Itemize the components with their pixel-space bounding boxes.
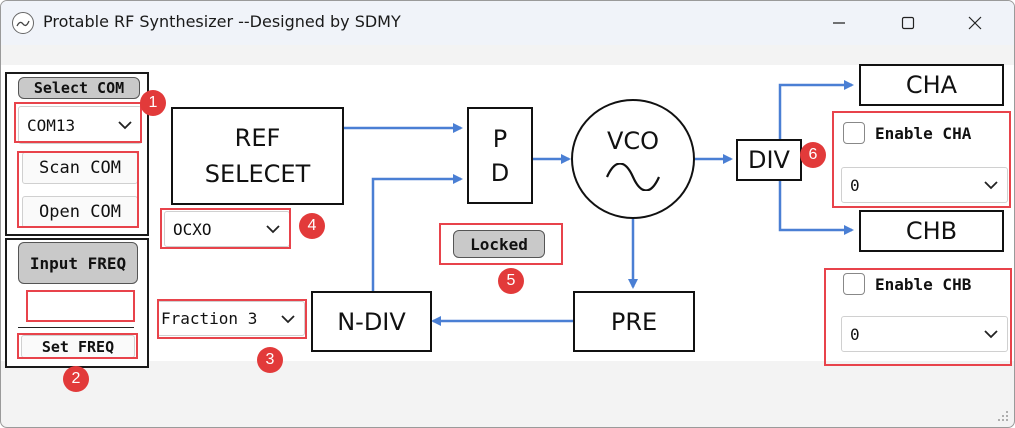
title-bar: Protable RF Synthesizer --Designed by SD… <box>1 1 1014 45</box>
pre-block: PRE <box>573 291 695 352</box>
annotation-box-4 <box>160 208 291 249</box>
input-freq-label: Input FREQ <box>18 242 138 284</box>
enable-cha-checkbox[interactable]: Enable CHA <box>843 122 971 144</box>
annotation-box-2 <box>17 333 138 359</box>
minimize-button[interactable] <box>816 1 862 45</box>
ref-select-block: REF SELECET <box>171 107 344 205</box>
cha-value: 0 <box>850 175 860 195</box>
scan-com-button[interactable]: Scan COM <box>22 152 138 184</box>
annotation-box-1 <box>14 102 142 143</box>
chevron-down-icon <box>984 181 998 190</box>
app-icon <box>12 12 34 34</box>
lock-status-indicator: Locked <box>453 230 545 258</box>
sine-wave-icon <box>605 163 661 191</box>
annotation-box-scan-open <box>17 151 139 228</box>
badge-3: 3 <box>257 347 283 373</box>
badge-2: 2 <box>63 366 89 392</box>
annotation-box-3 <box>157 299 307 339</box>
badge-6: 6 <box>800 142 826 168</box>
pd-block: P D <box>467 107 533 204</box>
div-block: DIV <box>736 139 802 181</box>
com-port-select[interactable]: COM13 <box>18 106 142 144</box>
fraction-select[interactable]: Fraction 3 <box>157 301 305 336</box>
window-title: Protable RF Synthesizer --Designed by SD… <box>43 12 401 31</box>
chb-value-select[interactable]: 0 <box>841 316 1008 352</box>
enable-chb-checkbox[interactable]: Enable CHB <box>843 273 971 295</box>
vco-block: VCO <box>571 99 695 219</box>
resize-grip-icon[interactable] <box>996 409 1010 423</box>
fraction-value: Fraction 3 <box>161 309 258 328</box>
cha-value-select[interactable]: 0 <box>841 167 1008 203</box>
open-com-button[interactable]: Open COM <box>22 196 138 228</box>
annotation-box-chb <box>824 268 1012 366</box>
vco-label: VCO <box>606 127 660 155</box>
checkbox-box[interactable] <box>843 273 865 295</box>
annotation-box-6 <box>832 111 1011 208</box>
minimize-icon <box>833 22 845 24</box>
cha-block: CHA <box>859 64 1004 106</box>
ref-source-value: OCXO <box>173 219 212 239</box>
set-freq-button[interactable]: Set FREQ <box>21 335 135 358</box>
divider <box>18 327 134 328</box>
chb-block: CHB <box>859 210 1004 252</box>
chevron-down-icon <box>984 330 998 339</box>
annotation-box-5 <box>439 223 563 265</box>
chevron-down-icon <box>281 314 295 323</box>
badge-5: 5 <box>498 268 524 294</box>
chevron-down-icon <box>266 225 280 234</box>
com-port-value: COM13 <box>27 115 76 135</box>
checkbox-box[interactable] <box>843 122 865 144</box>
badge-4: 4 <box>299 213 325 239</box>
badge-1: 1 <box>140 90 166 116</box>
enable-cha-label: Enable CHA <box>875 123 972 143</box>
chb-value: 0 <box>850 324 860 344</box>
annotation-box-freq-input <box>26 290 135 322</box>
maximize-button[interactable] <box>885 1 931 45</box>
chevron-down-icon <box>118 121 132 130</box>
close-button[interactable] <box>952 1 998 45</box>
n-div-block: N-DIV <box>311 291 432 352</box>
enable-chb-label: Enable CHB <box>875 274 972 294</box>
freq-input[interactable] <box>28 293 132 319</box>
maximize-icon <box>901 16 915 30</box>
close-icon <box>968 16 982 30</box>
select-com-label: Select COM <box>18 77 140 99</box>
